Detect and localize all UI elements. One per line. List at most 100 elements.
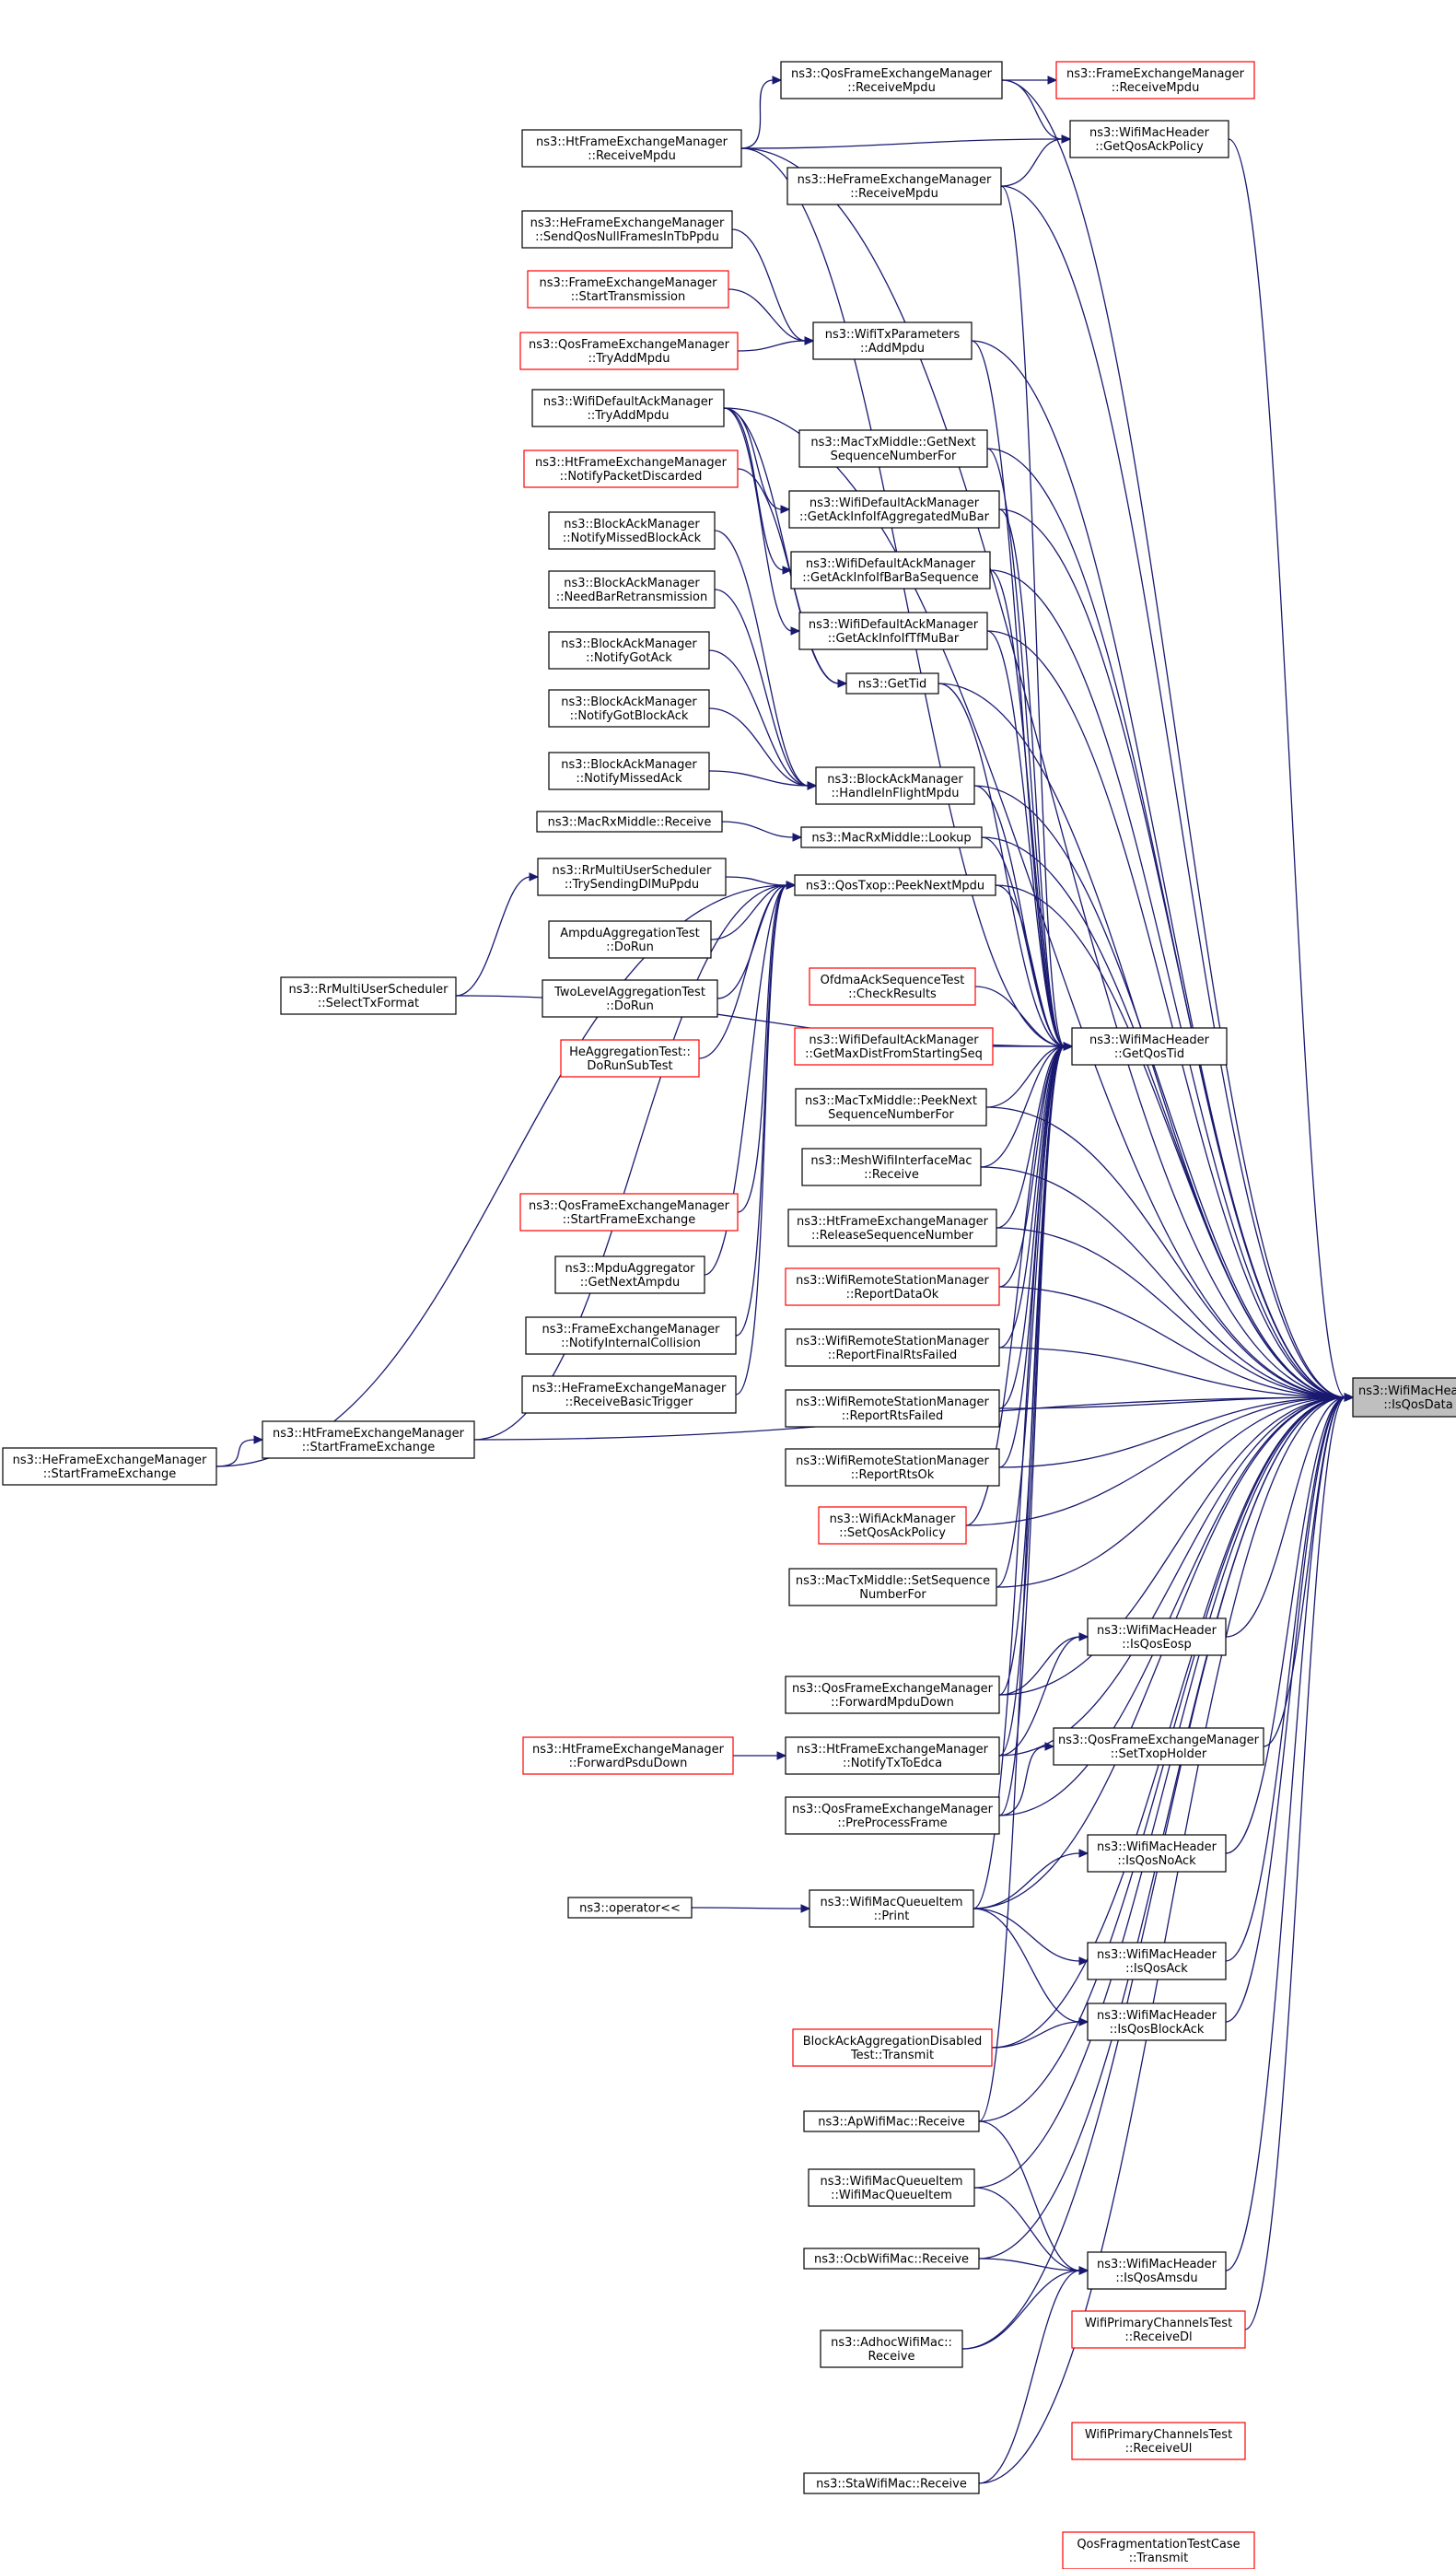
graph-node-ampdu-test[interactable]: AmpduAggregationTest::DoRun [548, 920, 712, 959]
graph-node-fem-starttx[interactable]: ns3::FrameExchangeManager::StartTransmis… [527, 270, 729, 309]
node-label: ::IsQosData [1383, 1398, 1452, 1412]
graph-node-qosfrag[interactable]: QosFragmentationTestCase::Transmit [1062, 2531, 1255, 2569]
node-box [536, 811, 723, 833]
graph-node-qostxop-peek[interactable]: ns3::QosTxop::PeekNextMpdu [794, 874, 996, 896]
node-box [548, 511, 716, 550]
graph-node-ofdma-check[interactable]: OfdmaAckSequenceTest::CheckResults [809, 967, 976, 1006]
graph-node-macrx-recv[interactable]: ns3::MacRxMiddle::Receive [536, 811, 723, 833]
graph-node-wam-setqos[interactable]: ns3::WifiAckManager::SetQosAckPolicy [818, 1506, 967, 1545]
graph-node-fem-internal[interactable]: ns3::FrameExchangeManager::NotifyInterna… [525, 1316, 737, 1355]
node-box [280, 976, 457, 1015]
node-label: ns3::BlockAckManager [561, 695, 697, 709]
graph-node-wdam-tfmu[interactable]: ns3::WifiDefaultAckManager::GetAckInfoIf… [798, 612, 988, 650]
graph-node-wmqi-print[interactable]: ns3::WifiMacQueueItem::Print [809, 1889, 974, 1928]
edge-n_wrsm_rtsok-to-n_isqosdata [998, 1396, 1346, 1468]
graph-node-getqosack[interactable]: ns3::WifiMacHeader::GetQosAckPolicy [1069, 120, 1229, 158]
edge-n_bam_handle-to-n_isqosdata [973, 785, 1346, 1398]
node-box [788, 490, 1000, 529]
node-box [560, 1039, 700, 1078]
graph-node-rrmu-try[interactable]: ns3::RrMultiUserScheduler::TrySendingDlM… [537, 858, 727, 896]
node-label: ns3::MacRxMiddle::Lookup [811, 832, 971, 846]
graph-node-sta[interactable]: ns3::StaWifiMac::Receive [803, 2472, 980, 2494]
graph-node-macrx-lookup[interactable]: ns3::MacRxMiddle::Lookup [800, 826, 983, 848]
node-box [537, 858, 727, 896]
graph-node-wdam-maxdist[interactable]: ns3::WifiDefaultAckManager::GetMaxDistFr… [794, 1027, 994, 1066]
graph-node-htfem-txedca[interactable]: ns3::HtFrameExchangeManager::NotifyTxToE… [785, 1736, 1000, 1775]
graph-node-wpc-ul[interactable]: WifiPrimaryChannelsTest::ReceiveUl [1071, 2422, 1246, 2460]
graph-node-fem-recv[interactable]: ns3::FrameExchangeManager::ReceiveMpdu [1055, 61, 1255, 99]
graph-node-bam-gotblock[interactable]: ns3::BlockAckManager::NotifyGotBlockAck [548, 689, 710, 728]
graph-node-isqosnoack[interactable]: ns3::WifiMacHeader::IsQosNoAck [1087, 1834, 1227, 1873]
graph-node-mesh-recv[interactable]: ns3::MeshWifiInterfaceMac::Receive [801, 1148, 982, 1186]
graph-node-hefem-sendnull[interactable]: ns3::HeFrameExchangeManager::SendQosNull… [521, 210, 733, 249]
node-label: HeAggregationTest:: [569, 1045, 691, 1059]
graph-node-bam-missed[interactable]: ns3::BlockAckManager::NotifyMissedBlockA… [548, 511, 716, 550]
graph-node-wdam-aggmu[interactable]: ns3::WifiDefaultAckManager::GetAckInfoIf… [788, 490, 1000, 529]
graph-node-wrsm-rtsok[interactable]: ns3::WifiRemoteStationManager::ReportRts… [785, 1448, 1000, 1487]
edge-n_htfem_txedca-to-n_isqoseosp [998, 1636, 1081, 1757]
graph-node-qfem-fwd[interactable]: ns3::QosFrameExchangeManager::ForwardMpd… [785, 1676, 1000, 1714]
graph-node-isqosack[interactable]: ns3::WifiMacHeader::IsQosAck [1087, 1942, 1227, 1980]
graph-node-bam-gotack[interactable]: ns3::BlockAckManager::NotifyGotAck [548, 631, 710, 670]
graph-node-bam-handle[interactable]: ns3::BlockAckManager::HandleInFlightMpdu [815, 766, 975, 805]
node-box [519, 332, 739, 370]
graph-node-heagg[interactable]: HeAggregationTest::DoRunSubTest [560, 1039, 700, 1078]
graph-node-htfem-release[interactable]: ns3::HtFrameExchangeManager::ReleaseSequ… [787, 1209, 997, 1247]
graph-node-getqostid[interactable]: ns3::WifiMacHeader::GetQosTid [1071, 1027, 1228, 1066]
graph-node-wrsm-rtsfail[interactable]: ns3::WifiRemoteStationManager::ReportRts… [785, 1389, 1000, 1428]
edge-n_wdam_tfmu-to-n_getqostid [986, 630, 1066, 1047]
graph-node-isqosamsdu[interactable]: ns3::WifiMacHeader::IsQosAmsdu [1087, 2251, 1227, 2290]
graph-node-hefem-start[interactable]: ns3::HeFrameExchangeManager::StartFrameE… [2, 1447, 217, 1486]
edge-n_qfem_recv-to-n_isqosdata [1001, 79, 1346, 1398]
graph-node-apwifi[interactable]: ns3::ApWifiMac::Receive [803, 2110, 980, 2132]
graph-node-htfem-notify[interactable]: ns3::HtFrameExchangeManager::NotifyPacke… [523, 450, 739, 488]
graph-node-qfem-recv[interactable]: ns3::QosFrameExchangeManager::ReceiveMpd… [780, 61, 1003, 99]
graph-node-baagg[interactable]: BlockAckAggregationDisabledTest::Transmi… [792, 2028, 993, 2067]
graph-node-mpduagg[interactable]: ns3::MpduAggregator::GetNextAmpdu [554, 1255, 705, 1294]
graph-node-txparams[interactable]: ns3::WifiTxParameters::AddMpdu [812, 321, 973, 360]
graph-node-mactx-getnext[interactable]: ns3::MacTxMiddle::GetNextSequenceNumberF… [798, 429, 988, 468]
graph-node-htfem-recv[interactable]: ns3::HtFrameExchangeManager::ReceiveMpdu [521, 129, 742, 168]
graph-node-ocb[interactable]: ns3::OcbWifiMac::Receive [803, 2248, 980, 2270]
graph-node-gettid[interactable]: ns3::GetTid [845, 672, 939, 695]
edge-n_ampdu_test-to-n_qostxop_peek [710, 884, 788, 940]
edge-n_isqosnoack-to-n_isqosdata [1225, 1396, 1346, 1854]
graph-node-hefem-basic[interactable]: ns3::HeFrameExchangeManager::ReceiveBasi… [521, 1375, 737, 1414]
graph-node-isqosdata[interactable]: ns3::WifiMacHeader::IsQosData [1352, 1377, 1456, 1418]
node-label: ns3::WifiRemoteStationManager [796, 1274, 989, 1288]
graph-node-qfem-preproc[interactable]: ns3::QosFrameExchangeManager::PreProcess… [785, 1796, 1000, 1835]
graph-node-qfem-settxop[interactable]: ns3::QosFrameExchangeManager::SetTxopHol… [1053, 1727, 1264, 1766]
graph-node-wrsm-dataok[interactable]: ns3::WifiRemoteStationManager::ReportDat… [785, 1267, 1000, 1306]
graph-node-htfem-start[interactable]: ns3::HtFrameExchangeManager::StartFrameE… [262, 1420, 475, 1459]
graph-node-qfem-tryadd[interactable]: ns3::QosFrameExchangeManager::TryAddMpdu [519, 332, 739, 370]
graph-node-mactx-peek[interactable]: ns3::MacTxMiddle::PeekNextSequenceNumber… [795, 1088, 987, 1127]
node-box [262, 1420, 475, 1459]
graph-node-wmqi-ctor[interactable]: ns3::WifiMacQueueItem::WifiMacQueueItem [808, 2168, 975, 2207]
graph-node-twolevel[interactable]: TwoLevelAggregationTest::DoRun [542, 979, 718, 1018]
graph-node-wdam-tryadd[interactable]: ns3::WifiDefaultAckManager::TryAddMpdu [531, 389, 725, 427]
node-box [1087, 2251, 1227, 2290]
node-box [788, 1568, 997, 1606]
graph-node-hefem-recv[interactable]: ns3::HeFrameExchangeManager::ReceiveMpdu [786, 167, 1002, 205]
graph-node-wpc-dl[interactable]: WifiPrimaryChannelsTest::ReceiveDl [1071, 2310, 1246, 2349]
graph-node-wrsm-finalrts[interactable]: ns3::WifiRemoteStationManager::ReportFin… [785, 1328, 1000, 1367]
node-label: ns3::BlockAckManager [561, 758, 697, 772]
node-box [790, 551, 991, 590]
graph-node-rrmu-select[interactable]: ns3::RrMultiUserScheduler::SelectTxForma… [280, 976, 457, 1015]
node-label: ::ReleaseSequenceNumber [811, 1229, 974, 1243]
graph-node-wdam-barba[interactable]: ns3::WifiDefaultAckManager::GetAckInfoIf… [790, 551, 991, 590]
graph-node-operator[interactable]: ns3::operator<< [567, 1897, 693, 1919]
graph-node-htfem-fwdpsdu[interactable]: ns3::HtFrameExchangeManager::ForwardPsdu… [522, 1736, 734, 1775]
graph-node-adhoc[interactable]: ns3::AdhocWifiMac::Receive [820, 2330, 963, 2368]
graph-node-bam-missedack[interactable]: ns3::BlockAckManager::NotifyMissedAck [548, 752, 710, 790]
graph-node-isqoseosp[interactable]: ns3::WifiMacHeader::IsQosEosp [1087, 1617, 1227, 1656]
node-label: ns3::MacTxMiddle::SetSequence [796, 1574, 990, 1588]
graph-node-qfem-start[interactable]: ns3::QosFrameExchangeManager::StartFrame… [519, 1193, 739, 1232]
graph-node-bam-needbar[interactable]: ns3::BlockAckManager::NeedBarRetransmiss… [548, 570, 716, 609]
node-label: ::IsQosBlockAck [1110, 2023, 1205, 2037]
node-label: ns3::WifiRemoteStationManager [796, 1395, 989, 1409]
graph-node-isqosblock[interactable]: ns3::WifiMacHeader::IsQosBlockAck [1087, 2003, 1227, 2041]
node-label: WifiPrimaryChannelsTest [1085, 2428, 1232, 2442]
